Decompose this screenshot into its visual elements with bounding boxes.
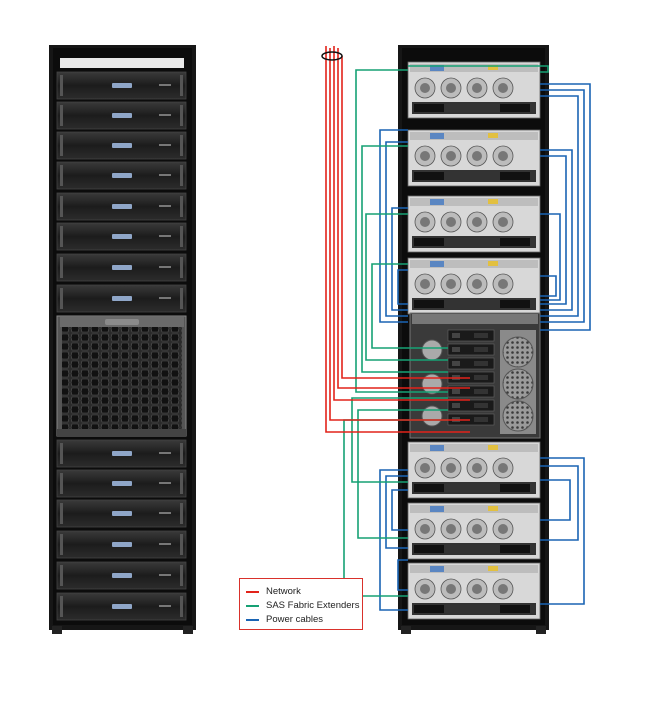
legend-item-network: Network bbox=[246, 585, 301, 598]
server-2u-front bbox=[56, 222, 187, 251]
server-logo-badge bbox=[112, 234, 132, 239]
power-cable bbox=[540, 149, 573, 311]
network-cable bbox=[325, 56, 470, 433]
io-module bbox=[447, 399, 495, 412]
power-cable bbox=[397, 269, 408, 305]
legend-swatch-power bbox=[246, 618, 259, 621]
io-module bbox=[447, 329, 495, 342]
server-2u-rear bbox=[407, 562, 541, 620]
server-logo-badge bbox=[112, 296, 132, 301]
server-2u-front bbox=[56, 161, 187, 190]
sas-cable bbox=[355, 69, 448, 393]
power-cable bbox=[391, 489, 408, 531]
power-cable bbox=[540, 275, 557, 297]
sas-cable bbox=[371, 263, 448, 349]
rear-rack-foot bbox=[536, 626, 546, 634]
server-2u-front bbox=[56, 284, 187, 313]
front-rack-foot bbox=[183, 626, 193, 634]
rack-top-panel bbox=[60, 58, 184, 68]
server-2u-front bbox=[56, 71, 187, 100]
server-2u-front bbox=[56, 561, 187, 590]
io-module bbox=[447, 343, 495, 356]
server-2u-rear bbox=[407, 441, 541, 499]
sas-cable bbox=[361, 145, 448, 373]
network-cable bbox=[337, 56, 470, 389]
legend-swatch-network bbox=[246, 590, 259, 593]
power-cable bbox=[540, 89, 585, 323]
legend-label-sas: SAS Fabric Extenders bbox=[266, 600, 360, 611]
server-2u-front bbox=[56, 253, 187, 282]
server-2u-front bbox=[56, 469, 187, 498]
front-rack-foot bbox=[52, 626, 62, 634]
network-cable bbox=[333, 56, 470, 401]
legend: Network SAS Fabric Extenders Power cable… bbox=[239, 578, 363, 630]
network-cable bbox=[329, 56, 470, 421]
network-cables bbox=[325, 46, 470, 433]
server-2u-front bbox=[56, 592, 187, 621]
server-2u-front bbox=[56, 192, 187, 221]
legend-swatch-sas bbox=[246, 604, 259, 607]
server-logo-badge bbox=[112, 451, 132, 456]
server-2u-rear bbox=[407, 61, 541, 119]
server-2u-rear bbox=[407, 195, 541, 253]
server-logo-badge bbox=[112, 143, 132, 148]
power-cable bbox=[540, 83, 591, 331]
power-cable bbox=[397, 559, 408, 591]
server-logo-badge bbox=[112, 511, 132, 516]
rear-rack-foot bbox=[401, 626, 411, 634]
server-logo-badge bbox=[112, 83, 132, 88]
power-cable bbox=[385, 141, 408, 317]
power-cable bbox=[540, 465, 579, 541]
server-2u-rear bbox=[407, 257, 541, 315]
power-cable bbox=[540, 95, 579, 317]
power-cable bbox=[379, 129, 408, 323]
server-2u-rear bbox=[407, 129, 541, 187]
sas-cable bbox=[351, 397, 448, 483]
server-logo-badge bbox=[112, 173, 132, 178]
server-logo-badge bbox=[112, 265, 132, 270]
legend-label-network: Network bbox=[266, 586, 301, 597]
legend-item-power: Power cables bbox=[246, 613, 323, 626]
sas-cable bbox=[357, 409, 448, 539]
io-module bbox=[447, 357, 495, 370]
legend-label-power: Power cables bbox=[266, 614, 324, 625]
power-cables bbox=[379, 83, 591, 611]
rear-rack bbox=[398, 45, 549, 634]
sas-cable bbox=[408, 65, 549, 73]
server-logo-badge bbox=[112, 113, 132, 118]
power-cable bbox=[540, 155, 567, 305]
server-2u-rear bbox=[407, 502, 541, 560]
sas-cable bbox=[365, 213, 448, 361]
server-logo-badge bbox=[112, 573, 132, 578]
server-2u-front bbox=[56, 499, 187, 528]
server-2u-front bbox=[56, 131, 187, 160]
server-2u-front bbox=[56, 439, 187, 468]
server-2u-front bbox=[56, 101, 187, 130]
storage-enclosure-front bbox=[56, 315, 187, 437]
server-2u-front bbox=[56, 530, 187, 559]
network-cable-bundle-tie bbox=[321, 51, 343, 61]
legend-item-sas: SAS Fabric Extenders bbox=[246, 599, 359, 612]
front-rack bbox=[49, 45, 196, 634]
power-cable bbox=[540, 457, 585, 605]
server-logo-badge bbox=[112, 542, 132, 547]
server-logo-badge bbox=[112, 604, 132, 609]
power-cable bbox=[385, 475, 408, 549]
network-cable bbox=[341, 56, 470, 379]
power-cable bbox=[540, 479, 571, 521]
storage-enclosure-rear bbox=[409, 312, 541, 439]
server-logo-badge bbox=[112, 204, 132, 209]
power-cable bbox=[391, 207, 408, 311]
power-cable bbox=[540, 213, 561, 301]
server-logo-badge bbox=[112, 481, 132, 486]
power-cable bbox=[379, 469, 408, 611]
